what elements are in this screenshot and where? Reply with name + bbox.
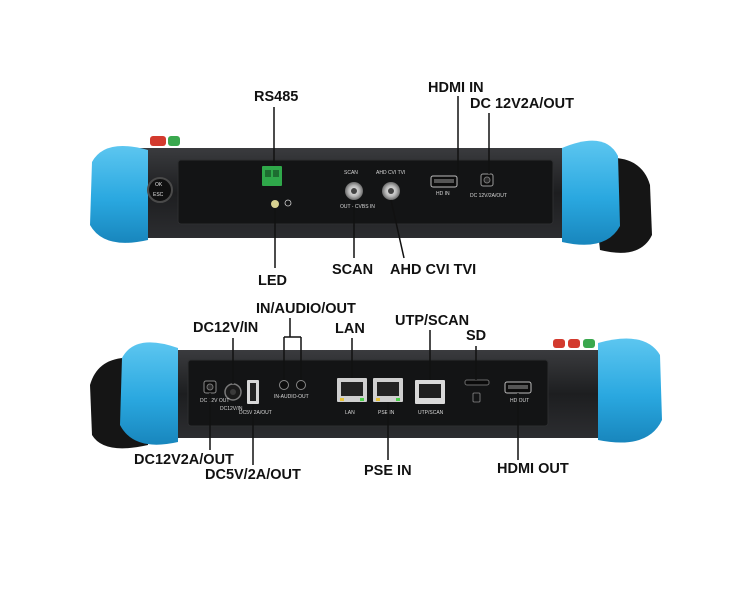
- panel-text-hd-in: HD IN: [436, 191, 450, 197]
- audio-in-jack: [279, 380, 289, 390]
- label-utp-scan: UTP/SCAN: [395, 313, 470, 329]
- bnc-scan-connector: [345, 182, 363, 200]
- rs485-terminal: [262, 166, 282, 186]
- dc12v-in-jack: [224, 383, 242, 401]
- callout-lines: [209, 96, 519, 465]
- panel-text-lan: LAN: [345, 410, 355, 416]
- dc12v-out-jack: [203, 380, 217, 394]
- label-dc-12v2a-out-top: DC 12V2A/OUT: [470, 96, 574, 112]
- panel-text-hd-out: HD OUT: [510, 398, 529, 404]
- label-dc12v2a-out: DC12V2A/OUT: [134, 452, 234, 468]
- label-pse-in: PSE IN: [364, 463, 412, 479]
- panel-text-dc5v-out: DC5V/2A/OUT: [239, 410, 272, 416]
- panel-text-in-audio-out: IN-AUDIO-OUT: [274, 394, 309, 400]
- panel-text-dc12v-in: DC12V/IN: [220, 406, 243, 412]
- hdmi-out-port: [504, 381, 532, 394]
- label-rs485: RS485: [254, 89, 299, 105]
- panel-text-bnc-sub: OUT - CVBS IN: [340, 204, 375, 210]
- panel-text-pse-in: PSE IN: [378, 410, 395, 416]
- panel-text-utp-scan: UTP/SCAN: [418, 410, 444, 416]
- top-device: SCAN AHD CVI TVI OUT - CVBS IN HD IN DC …: [90, 136, 652, 253]
- audio-out-jack: [296, 380, 306, 390]
- panel-text-dc12v-out: DC 12V OUT: [200, 398, 229, 404]
- label-hdmi-out: HDMI OUT: [497, 461, 569, 477]
- utp-scan-port: [415, 380, 445, 404]
- usb-port: [247, 380, 259, 404]
- label-scan: SCAN: [332, 262, 374, 278]
- dc-out-jack: [480, 173, 494, 187]
- panel-text-esc: ESC: [153, 192, 164, 198]
- label-dc12v-in: DC12V/IN: [193, 320, 259, 336]
- panel-text-scan-top: SCAN: [344, 170, 358, 176]
- hdmi-in-port: [430, 175, 458, 188]
- bnc-ahd-connector: [382, 182, 400, 200]
- label-dc5v-2a-out: DC5V/2A/OUT: [205, 467, 301, 483]
- bottom-device: DC 12V OUT DC12V/IN DC5V/2A/OUT IN-AUDIO…: [90, 338, 662, 449]
- label-sd: SD: [466, 328, 487, 344]
- led-indicator: [271, 199, 292, 208]
- panel-text-ahd-top: AHD CVI TVI: [376, 170, 405, 176]
- panel-text-dc-out: DC 12V/2A/OUT: [470, 193, 507, 199]
- label-lan: LAN: [335, 321, 365, 337]
- pse-in-port: [373, 378, 403, 402]
- label-led: LED: [258, 273, 287, 289]
- lan-port: [337, 378, 367, 402]
- label-ahd-cvi-tvi: AHD CVI TVI: [390, 262, 477, 278]
- panel-text-ok: OK: [155, 182, 163, 188]
- label-hdmi-in: HDMI IN: [428, 80, 484, 96]
- sd-card-slot: [464, 379, 490, 403]
- label-in-audio-out: IN/AUDIO/OUT: [256, 301, 356, 317]
